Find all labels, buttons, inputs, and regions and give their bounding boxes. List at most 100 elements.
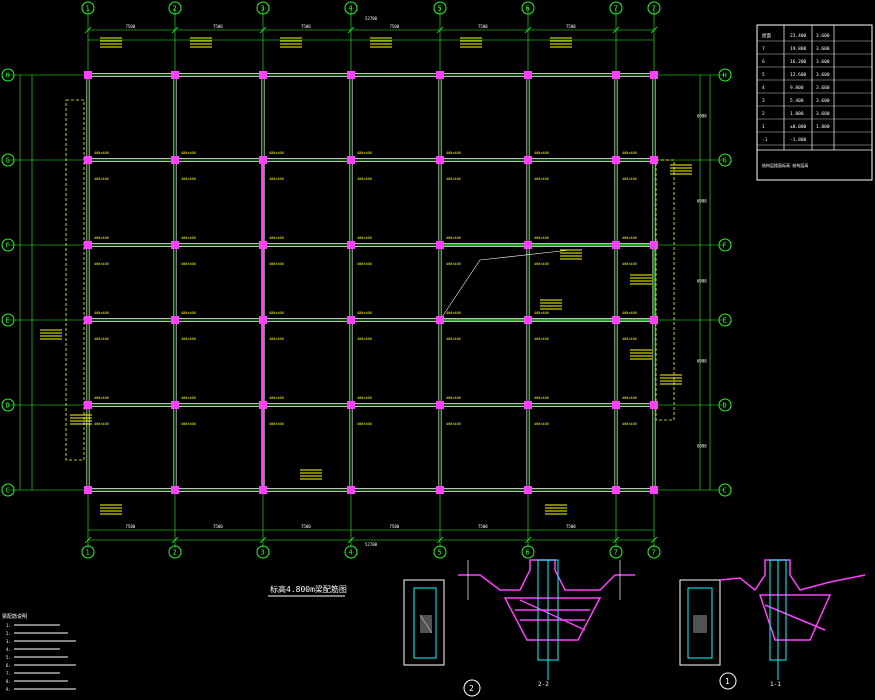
dim-tick xyxy=(524,26,532,34)
note-line: 3. xyxy=(6,639,11,644)
grid-bubble-right xyxy=(718,68,732,82)
grid-bubble-bottom xyxy=(647,545,661,559)
table-note: 结构层楼面标高 结构层高 xyxy=(762,162,808,168)
grid-bubble-bottom-text: 7 xyxy=(652,549,656,557)
grid-bubble-right xyxy=(718,153,732,167)
dim-bottom: 7500 xyxy=(390,524,400,529)
table-cell: 3.600 xyxy=(816,59,830,65)
dim-tick xyxy=(436,536,444,544)
table-cell: 3.600 xyxy=(816,33,830,39)
column-size-label: 400×400 xyxy=(94,422,109,426)
column xyxy=(347,156,355,164)
grid-bubble-left xyxy=(1,313,15,327)
column-size-label: 400×400 xyxy=(94,337,109,341)
grid-bubble-top-text: 1 xyxy=(86,5,90,13)
column xyxy=(171,156,179,164)
grid-bubble-left-text: C xyxy=(6,487,10,495)
note-line: 2. xyxy=(6,631,11,636)
column xyxy=(650,71,658,79)
section-1-label: 1-1 xyxy=(770,681,781,688)
dim-bottom: 7500 xyxy=(213,524,223,529)
column-size-label: 400×400 xyxy=(181,236,196,240)
table-cell: -1 xyxy=(762,137,768,143)
table-cell: 23.400 xyxy=(790,33,807,39)
column xyxy=(84,486,92,494)
beam-annotations: 400×400 400×400 400×400 400×400 400×400 400×4… xyxy=(40,37,692,515)
note-line: 4. xyxy=(6,647,11,652)
grid-bubble-left-text: H xyxy=(6,72,10,80)
column xyxy=(436,486,444,494)
note-line: 6. xyxy=(6,663,11,668)
column xyxy=(259,241,267,249)
table-cell: 3.600 xyxy=(816,72,830,78)
dim-tick xyxy=(347,536,355,544)
grid-bubble-bottom-text: 3 xyxy=(261,549,265,557)
table-cell: 2 xyxy=(762,111,765,117)
grid-bubble-left-text: G xyxy=(6,157,10,165)
grid-bubble-right-text: F xyxy=(723,242,727,250)
table-cell: 1 xyxy=(762,124,765,130)
column xyxy=(171,316,179,324)
section-details: 2-2 1-1 2 1 xyxy=(403,559,866,697)
grid-bubble-left xyxy=(1,68,15,82)
dim-right: 6000 xyxy=(697,279,707,284)
column-size-label: 400×400 xyxy=(534,151,549,155)
column-size-label: 400×400 xyxy=(94,262,109,266)
column xyxy=(84,401,92,409)
grid-bubble-right xyxy=(718,238,732,252)
column-size-label: 400×400 xyxy=(534,262,549,266)
dim-tick xyxy=(524,536,532,544)
grid-bubble-bottom-text: 1 xyxy=(86,549,90,557)
column xyxy=(84,316,92,324)
grid-bubble-right xyxy=(718,398,732,412)
table-cell: ±0.000 xyxy=(790,124,807,130)
column xyxy=(171,241,179,249)
notes-title: 梁配筋说明 xyxy=(2,613,27,620)
column-size-label: 400×400 xyxy=(181,262,196,266)
dim-top: 7500 xyxy=(213,24,223,29)
column-size-label: 400×400 xyxy=(94,177,109,181)
stair-strip-left xyxy=(65,99,85,461)
column xyxy=(650,401,658,409)
column xyxy=(524,156,532,164)
table-cell: 屋面 xyxy=(762,33,771,39)
grid-bubble-top-text: 2 xyxy=(173,5,177,13)
grid-bubble-left xyxy=(1,238,15,252)
column-size-label: 400×400 xyxy=(357,177,372,181)
grid-bubble-bottom-text: 5 xyxy=(438,549,442,557)
grid-bubble-top xyxy=(168,1,182,15)
column-size-label: 400×400 xyxy=(269,177,284,181)
dim-bottom: 7500 xyxy=(126,524,136,529)
table-cell: 7 xyxy=(762,46,765,52)
grid-bubble-right xyxy=(718,313,732,327)
note-line: 8. xyxy=(6,679,11,684)
table-cell: 12.600 xyxy=(790,72,807,78)
column-size-label: 400×400 xyxy=(94,311,109,315)
table-cell: 19.800 xyxy=(790,46,807,52)
dim-top: 7500 xyxy=(126,24,136,29)
column-size-label: 400×400 xyxy=(269,311,284,315)
dim-tick xyxy=(650,536,658,544)
column xyxy=(259,486,267,494)
column xyxy=(436,156,444,164)
dim-overall: 52700 xyxy=(365,16,378,21)
dim-tick xyxy=(84,536,92,544)
column-size-label: 400×400 xyxy=(534,422,549,426)
grid-bubble-bottom-text: 4 xyxy=(349,549,353,557)
grid-bubble-left xyxy=(1,483,15,497)
column xyxy=(436,71,444,79)
stair-strip-right xyxy=(655,159,675,421)
dim-top: 7500 xyxy=(301,24,311,29)
design-notes: 梁配筋说明 1.2.3.4.5.6.7.8.9. xyxy=(2,613,76,692)
column-size-label: 400×400 xyxy=(622,422,637,426)
column xyxy=(171,486,179,494)
column-size-label: 400×400 xyxy=(181,177,196,181)
column-size-label: 400×400 xyxy=(622,337,637,341)
column xyxy=(347,486,355,494)
column-size-label: 400×400 xyxy=(622,311,637,315)
dim-right: 6000 xyxy=(697,114,707,119)
beam-lines xyxy=(65,73,675,492)
column xyxy=(524,401,532,409)
